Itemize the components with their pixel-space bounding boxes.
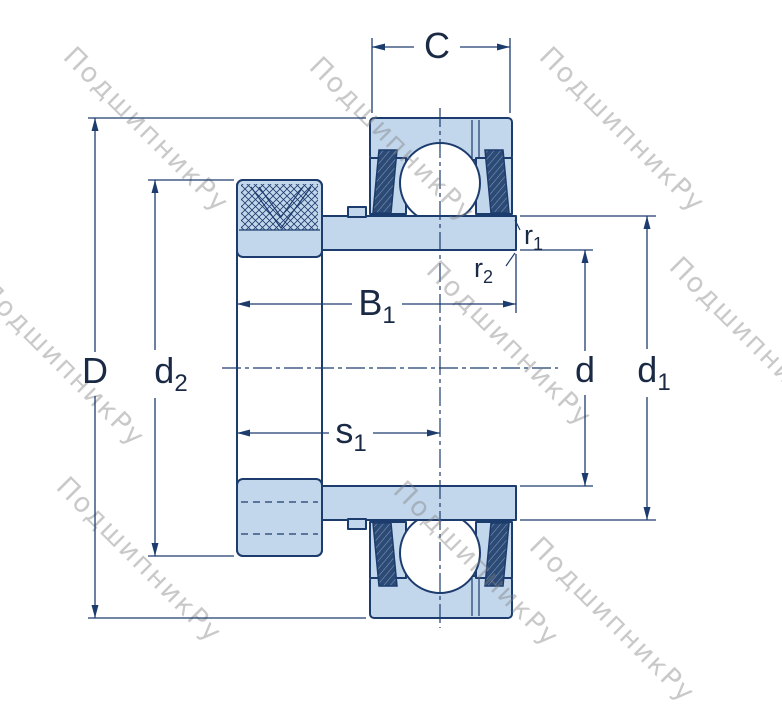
- seal-bottom-right: [484, 522, 510, 587]
- dim-b1-label: B1: [358, 282, 395, 329]
- dim-b1-arrow-left: [237, 300, 250, 308]
- label-r1: r1: [524, 220, 543, 254]
- label-r2-leader: [505, 252, 516, 267]
- dim-outer-diameter-arrow-bottom: [91, 605, 99, 618]
- collar-knurl-pattern: [241, 184, 318, 230]
- dim-d2-arrow-top: [151, 180, 159, 193]
- bearing-drawing: [222, 108, 558, 628]
- dim-s1-arrow-right: [427, 429, 440, 437]
- seal-top-left: [372, 149, 398, 214]
- dim-c-label: C: [424, 25, 450, 66]
- dim-outer-diameter-arrow-top: [91, 118, 99, 131]
- dim-d1-label: d1: [637, 349, 670, 396]
- inner-ring-top: [321, 215, 517, 251]
- dim-s1-label: s1: [335, 410, 366, 457]
- dim-bore-arrow-bottom: [581, 473, 589, 486]
- inner-ring-bottom: [321, 485, 517, 521]
- label-r2: r2: [474, 253, 493, 287]
- seal-bottom-left: [372, 522, 398, 587]
- dim-d2-label: d2: [154, 350, 187, 397]
- dim-bore-arrow-top: [581, 250, 589, 263]
- dimension-layer: C D d2 B1 s1 d: [82, 25, 671, 619]
- dim-bore-label: d: [575, 349, 595, 390]
- dim-d2-arrow-bottom: [151, 543, 159, 556]
- dim-outer-diameter-label: D: [82, 350, 108, 391]
- label-r1-leader: [514, 219, 521, 231]
- dim-c-arrow-left: [372, 43, 385, 51]
- dim-s1-arrow-left: [237, 429, 250, 437]
- locking-collar-bottom-section: [236, 478, 323, 557]
- dim-b1-arrow-right: [503, 300, 516, 308]
- inner-ring-top-lip: [347, 206, 367, 218]
- dim-d1-arrow-top: [643, 216, 651, 229]
- dim-d1-arrow-bottom: [643, 507, 651, 520]
- inner-ring-bottom-lip: [347, 518, 367, 530]
- dim-c-arrow-right: [497, 43, 510, 51]
- seal-top-right: [484, 149, 510, 214]
- collar-chevron-outer: [250, 186, 312, 230]
- collar-chevron-inner: [258, 186, 304, 219]
